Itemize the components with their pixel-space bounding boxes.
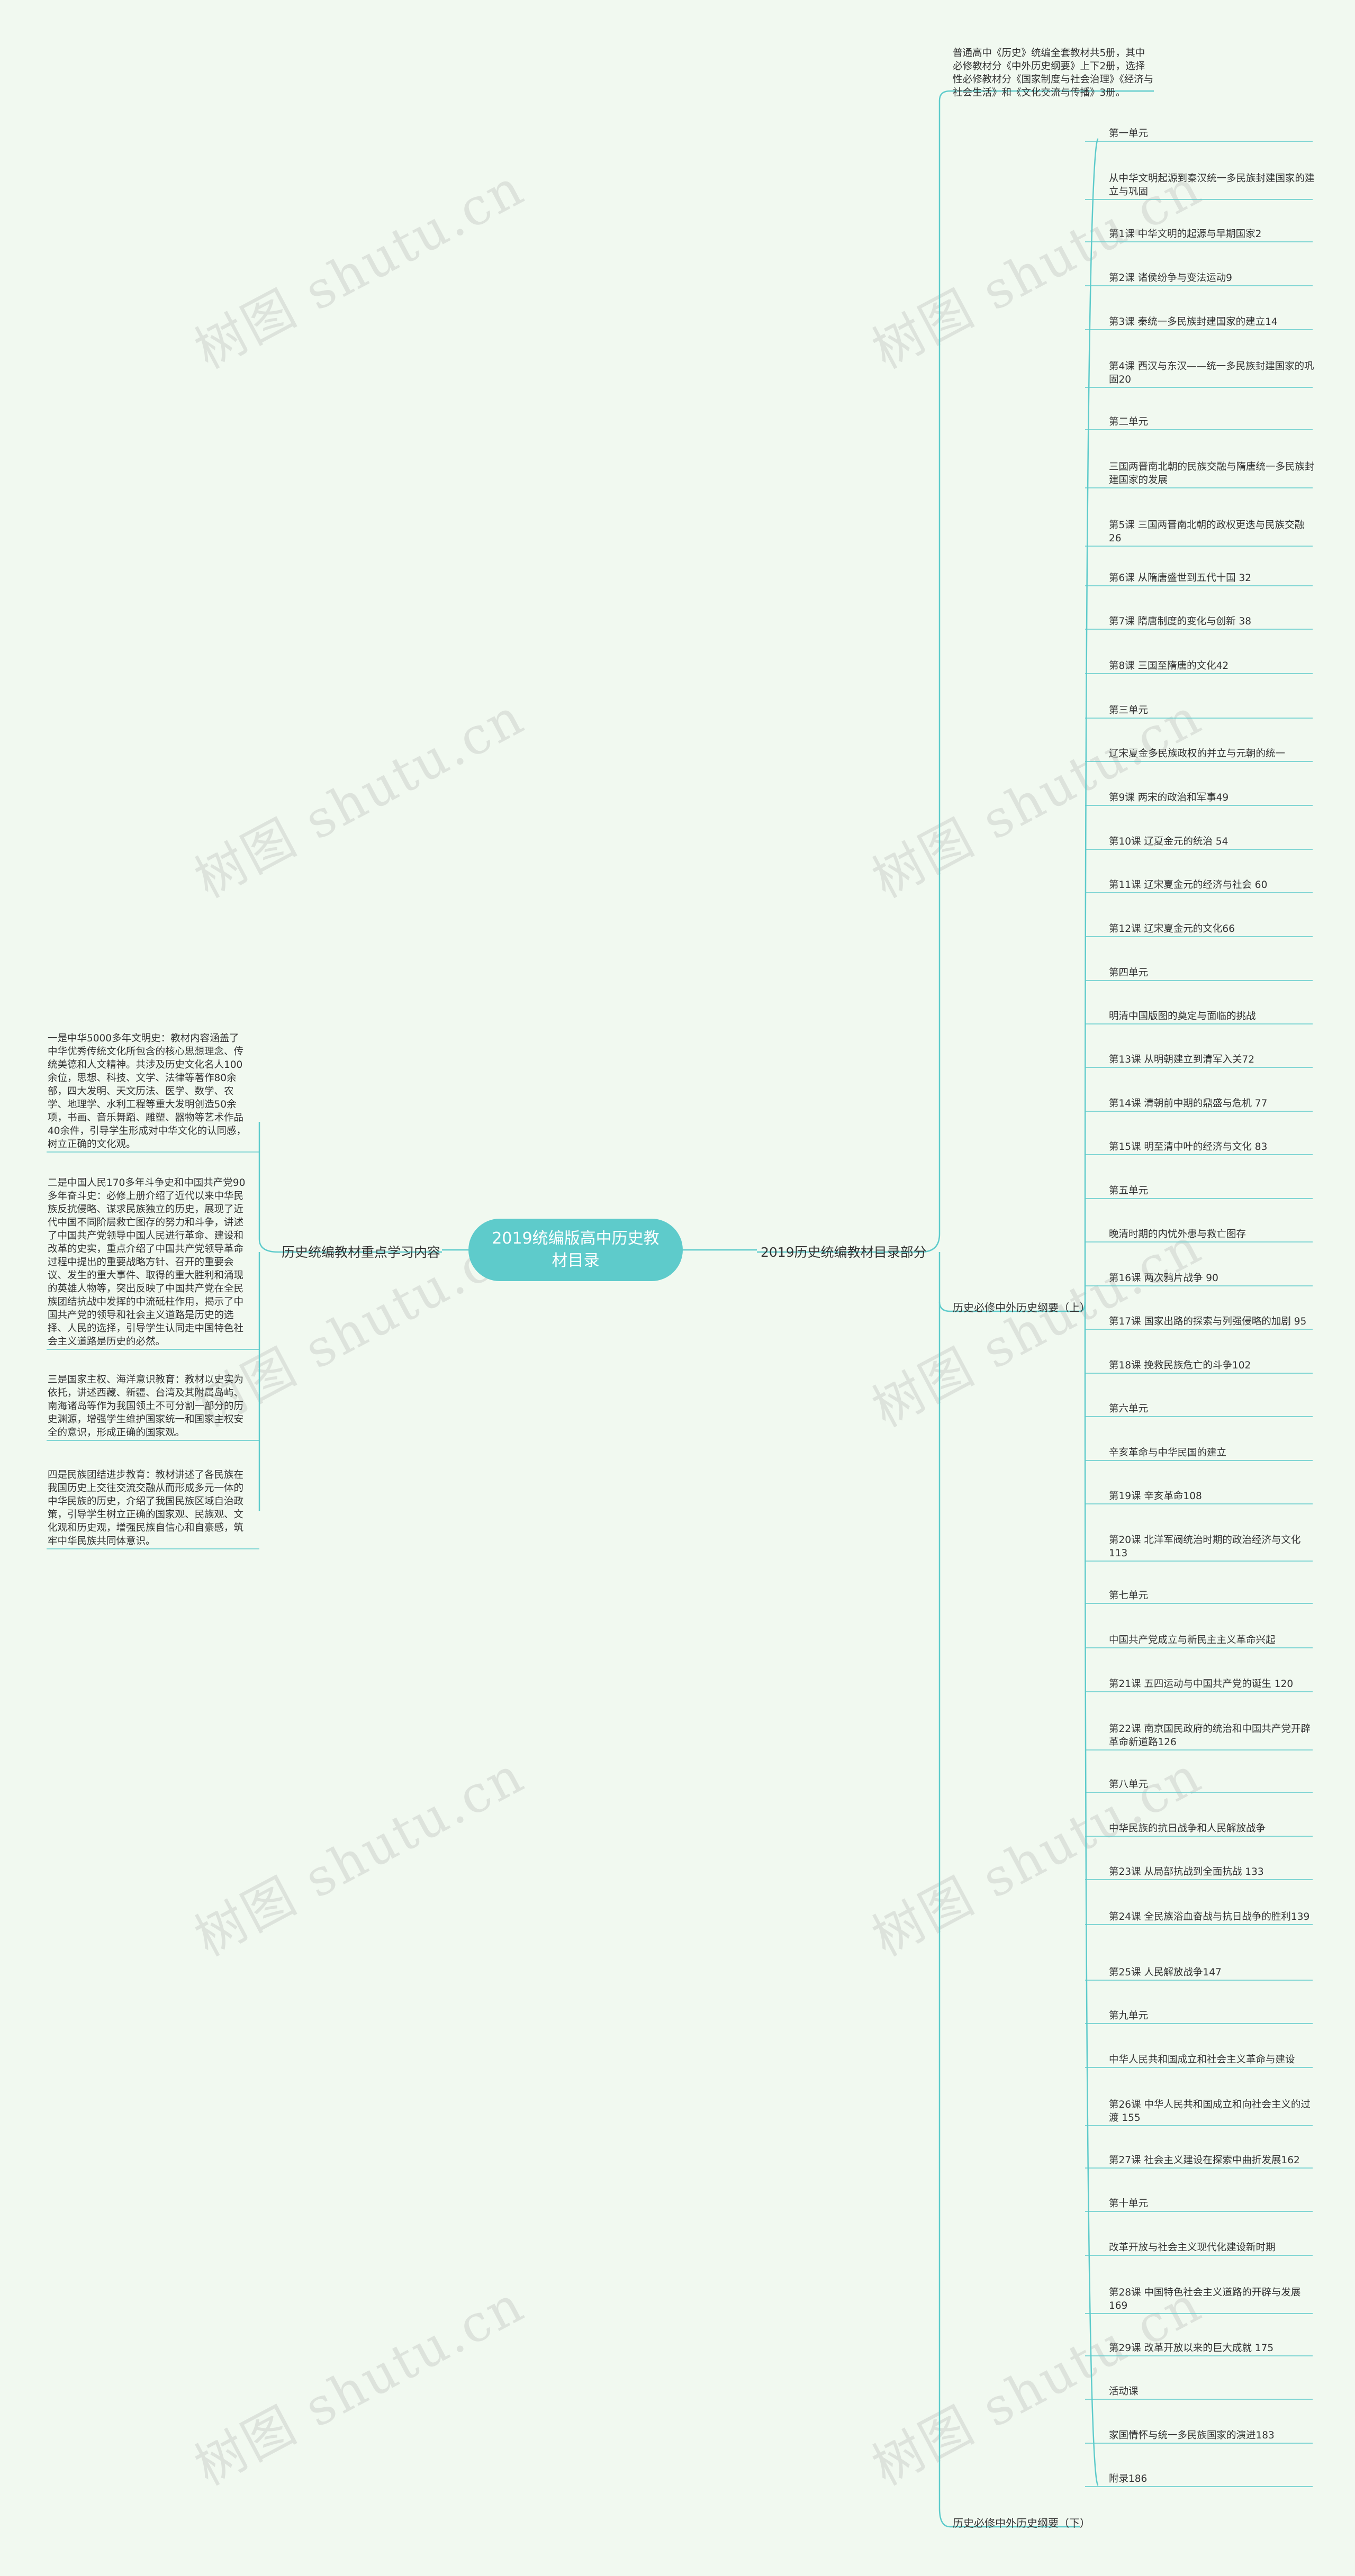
outline-item[interactable]: 明清中国版图的奠定与面临的挑战 (1109, 1011, 1256, 1022)
outline-item[interactable]: 第二单元 (1109, 416, 1149, 428)
toc-intro[interactable]: 普通高中《历史》统编全套教材共5册，其中必修教材分《中外历史纲要》上下2册，选择… (953, 48, 1154, 98)
outline-item[interactable]: 第27课 社会主义建设在探索中曲折发展162 (1109, 2155, 1300, 2166)
outline-item[interactable]: 第26课 中华人民共和国成立和向社会主义的过渡 155 (1109, 2099, 1311, 2124)
outline-item[interactable]: 从中华文明起源到秦汉统一多民族封建国家的建立与巩固 (1109, 173, 1315, 197)
outline-item[interactable]: 第25课 人民解放战争147 (1109, 1967, 1222, 1978)
outline-item[interactable]: 第六单元 (1109, 1403, 1149, 1414)
outline-item[interactable]: 第11课 辽宋夏金元的经济与社会 60 (1109, 879, 1268, 891)
outline-item[interactable]: 第2课 诸侯纷争与变法运动9 (1109, 273, 1232, 284)
outline-item[interactable]: 第5课 三国两晋南北朝的政权更迭与民族交融 26 (1109, 520, 1305, 544)
outline-item[interactable]: 中国共产党成立与新民主主义革命兴起 (1109, 1635, 1276, 1646)
outline-item[interactable]: 第13课 从明朝建立到清军入关72 (1109, 1054, 1254, 1065)
outline-item[interactable]: 辽宋夏金多民族政权的并立与元朝的统一 (1109, 748, 1286, 759)
outline-item[interactable]: 第三单元 (1109, 705, 1149, 716)
outline-item[interactable]: 第23课 从局部抗战到全面抗战 133 (1109, 1866, 1264, 1877)
outline-item[interactable]: 改革开放与社会主义现代化建设新时期 (1109, 2242, 1276, 2253)
outline-item[interactable]: 第12课 辽宋夏金元的文化66 (1109, 923, 1235, 935)
outline-item[interactable]: 第八单元 (1109, 1779, 1149, 1790)
branch-key-points[interactable]: 历史统编教材重点学习内容 (282, 1245, 441, 1260)
outline-item[interactable]: 第16课 两次鸦片战争 90 (1109, 1273, 1218, 1284)
key-point-item[interactable]: 三是国家主权、海洋意识教育：教材以史实为依托，讲述西藏、新疆、台湾及其附属岛屿、… (48, 1374, 244, 1438)
connector-line (920, 1233, 941, 1253)
outline-item[interactable]: 第29课 改革开放以来的巨大成就 175 (1109, 2343, 1274, 2354)
connector-line (258, 1239, 278, 1253)
key-point-item[interactable]: 二是中国人民170多年斗争史和中国共产党90多年奋斗史：必修上册介绍了近代以来中… (48, 1177, 246, 1347)
connector-line (938, 90, 1154, 101)
outline-item[interactable]: 第十单元 (1109, 2198, 1149, 2209)
branch-toc[interactable]: 2019历史统编教材目录部分 (761, 1245, 927, 1260)
outline-item[interactable]: 第14课 清朝前中期的鼎盛与危机 77 (1109, 1098, 1268, 1109)
outline-item[interactable]: 第15课 明至清中叶的经济与文化 83 (1109, 1141, 1268, 1153)
branch-outline-lower[interactable]: 历史必修中外历史纲要（下） (953, 2517, 1090, 2529)
outline-item[interactable]: 中华人民共和国成立和社会主义革命与建设 (1109, 2054, 1295, 2065)
outline-item[interactable]: 活动课 (1109, 2386, 1139, 2397)
root-topic[interactable]: 2019统编版高中历史教材目录 (468, 1219, 683, 1281)
outline-item[interactable]: 第7课 隋唐制度的变化与创新 38 (1109, 616, 1252, 627)
outline-item[interactable]: 第17课 国家出路的探索与列强侵略的加剧 95 (1109, 1316, 1307, 1327)
outline-item[interactable]: 辛亥革命与中华民国的建立 (1109, 1447, 1227, 1458)
connector-line (938, 2508, 1080, 2528)
key-point-item[interactable]: 一是中华5000多年文明史：教材内容涵盖了中华优秀传统文化所包含的核心思想理念、… (48, 1033, 247, 1150)
connector-line (938, 1301, 1080, 1312)
outline-item[interactable]: 第五单元 (1109, 1185, 1149, 1196)
connector-line (1084, 138, 1099, 1302)
outline-item[interactable]: 附录186 (1109, 2473, 1148, 2484)
outline-item[interactable]: 第七单元 (1109, 1590, 1149, 1601)
outline-item[interactable]: 家国情怀与统一多民族国家的演进183 (1109, 2430, 1275, 2441)
outline-item[interactable]: 第6课 从隋唐盛世到五代十国 32 (1109, 573, 1252, 584)
branch-outline-upper[interactable]: 历史必修中外历史纲要（上） (953, 1301, 1090, 1314)
key-point-item[interactable]: 四是民族团结进步教育：教材讲述了各民族在我国历史上交往交流交融从而形成多元一体的… (48, 1470, 244, 1547)
outline-item[interactable]: 第四单元 (1109, 967, 1149, 978)
outline-item[interactable]: 第24课 全民族浴血奋战与抗日战争的胜利139 (1109, 1911, 1310, 1922)
outline-item[interactable]: 中华民族的抗日战争和人民解放战争 (1109, 1823, 1266, 1834)
outline-item[interactable]: 晚清时期的内忧外患与救亡图存 (1109, 1229, 1246, 1240)
outline-item[interactable]: 第一单元 (1109, 128, 1149, 139)
outline-item[interactable]: 第10课 辽夏金元的统治 54 (1109, 836, 1228, 847)
outline-item[interactable]: 第19课 辛亥革命108 (1109, 1491, 1202, 1502)
outline-item[interactable]: 三国两晋南北朝的民族交融与隋唐统一多民族封建国家的发展 (1109, 461, 1315, 486)
outline-item[interactable]: 第8课 三国至隋唐的文化42 (1109, 660, 1229, 672)
outline-item[interactable]: 第4课 西汉与东汉——统一多民族封建国家的巩固20 (1109, 361, 1314, 385)
outline-item[interactable]: 第22课 南京国民政府的统治和中国共产党开辟革命新道路126 (1109, 1724, 1311, 1748)
outline-item[interactable]: 第9课 两宋的政治和军事49 (1109, 792, 1229, 803)
root-topic-label: 2019统编版高中历史教材目录 (492, 1229, 660, 1270)
outline-item[interactable]: 第21课 五四运动与中国共产党的诞生 120 (1109, 1679, 1294, 1690)
connector-line (1084, 1317, 1099, 2487)
outline-item[interactable]: 第3课 秦统一多民族封建国家的建立14 (1109, 316, 1278, 328)
outline-item[interactable]: 第20课 北洋军阀统治时期的政治经济与文化113 (1109, 1535, 1301, 1559)
outline-item[interactable]: 第九单元 (1109, 2010, 1149, 2021)
outline-item[interactable]: 第1课 中华文明的起源与早期国家2 (1109, 229, 1262, 240)
outline-item[interactable]: 第18课 挽救民族危亡的斗争102 (1109, 1360, 1251, 1371)
outline-item[interactable]: 第28课 中国特色社会主义道路的开辟与发展169 (1109, 2287, 1301, 2311)
